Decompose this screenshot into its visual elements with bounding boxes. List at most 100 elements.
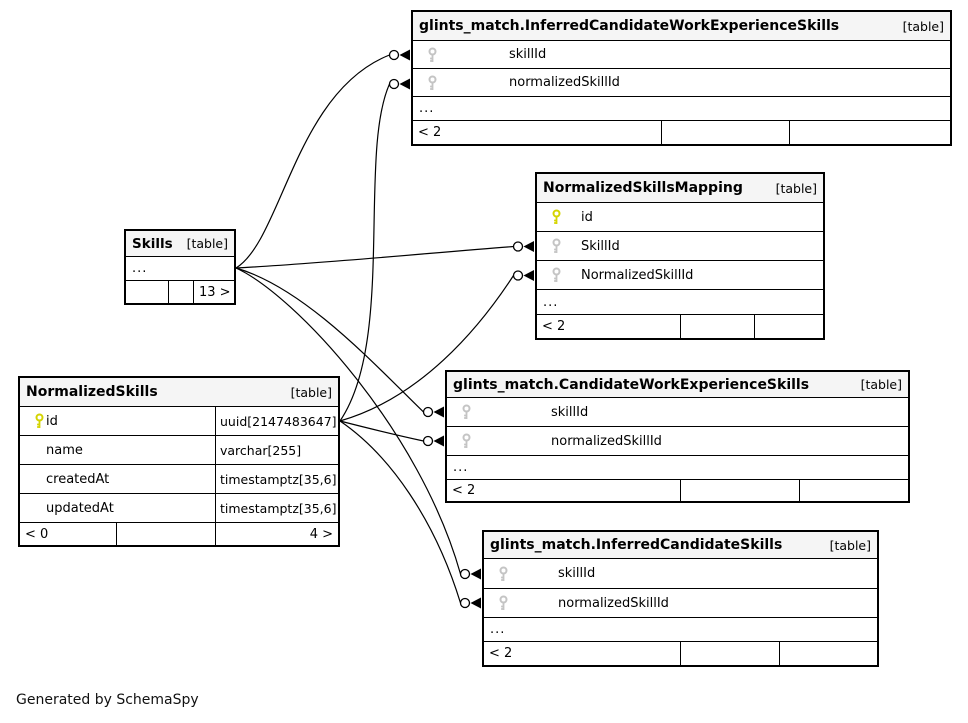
column-name: skillId xyxy=(558,566,596,581)
table-footer: < 2 xyxy=(537,315,823,338)
relationship-endpoint xyxy=(512,241,534,252)
table-footer: 13 > xyxy=(126,281,234,303)
column-type: timestamptz[35,6] xyxy=(220,500,337,516)
footer-cell xyxy=(169,281,194,303)
more-columns-row: ... xyxy=(447,456,908,480)
column-type: timestamptz[35,6] xyxy=(220,471,337,487)
relationship-line xyxy=(339,420,462,604)
table-header[interactable]: glints_match.InferredCandidateWorkExperi… xyxy=(413,12,950,41)
fk-key-icon xyxy=(499,566,508,581)
fk-key-icon xyxy=(552,238,561,253)
column-row-skillid[interactable]: skillId xyxy=(413,41,950,69)
table-footer: < 0 4 > xyxy=(20,523,338,545)
table-normalized-skills-mapping[interactable]: NormalizedSkillsMapping [table] id Skill… xyxy=(535,172,825,340)
footer-cell: < 2 xyxy=(447,480,681,501)
relationship-endpoint xyxy=(422,435,444,447)
relationship-line xyxy=(235,54,390,269)
footer-cell: 4 > xyxy=(309,526,333,542)
relationship-line xyxy=(235,267,462,575)
fk-key-icon xyxy=(428,47,437,62)
relationship-endpoint xyxy=(512,270,534,281)
relationship-line xyxy=(235,267,424,413)
footer-cell: < 2 xyxy=(537,315,681,338)
column-row-normalizedskillid[interactable]: normalizedSkillId xyxy=(484,589,877,618)
column-row-skillid[interactable]: skillId xyxy=(484,559,877,589)
column-row-id[interactable]: id xyxy=(537,203,823,232)
more-columns-row: ... xyxy=(537,290,823,315)
table-title: Skills xyxy=(132,235,173,252)
column-name: normalizedSkillId xyxy=(558,595,669,611)
relationship-endpoint xyxy=(422,406,444,418)
column-row-skillid[interactable]: skillId xyxy=(447,398,908,427)
column-row-createdat[interactable]: createdAt timestamptz[35,6] xyxy=(20,465,338,494)
fk-key-icon xyxy=(462,433,471,448)
table-tag: [table] xyxy=(775,180,817,196)
footer-cell xyxy=(800,480,908,501)
table-header[interactable]: NormalizedSkillsMapping [table] xyxy=(537,174,823,203)
table-title: NormalizedSkills xyxy=(26,384,158,400)
footer-cell xyxy=(681,480,800,501)
table-tag: [table] xyxy=(902,18,944,34)
column-row-name[interactable]: name varchar[255] xyxy=(20,436,338,465)
column-name: NormalizedSkillId xyxy=(581,267,694,283)
column-row-normalizedskillid[interactable]: normalizedSkillId xyxy=(447,427,908,456)
column-type: uuid[2147483647] xyxy=(220,413,337,429)
table-tag: [table] xyxy=(290,384,332,400)
relationship-line xyxy=(339,275,515,422)
more-columns-row: ... xyxy=(413,97,950,121)
table-header[interactable]: glints_match.CandidateWorkExperienceSkil… xyxy=(447,372,908,398)
table-header[interactable]: Skills [table] xyxy=(126,231,234,257)
table-title: glints_match.InferredCandidateSkills xyxy=(490,537,783,553)
column-name: name xyxy=(20,436,216,464)
footer-cell xyxy=(780,642,877,665)
footer-cell: < 2 xyxy=(484,642,681,665)
column-name: id xyxy=(20,407,216,435)
fk-key-icon xyxy=(428,75,437,90)
table-candidate-work-experience-skills[interactable]: glints_match.CandidateWorkExperienceSkil… xyxy=(445,370,910,503)
relationship-line xyxy=(339,420,424,442)
column-row-normalizedskillid[interactable]: normalizedSkillId xyxy=(413,69,950,97)
footer-cell xyxy=(790,121,950,144)
table-footer: < 2 xyxy=(484,642,877,665)
column-name: createdAt xyxy=(20,465,216,493)
table-header[interactable]: NormalizedSkills [table] xyxy=(20,378,338,407)
credit-text: Generated by SchemaSpy xyxy=(16,692,199,708)
table-footer: < 2 xyxy=(413,121,950,144)
more-columns-row: ... xyxy=(126,257,234,281)
relationship-endpoint xyxy=(388,49,410,61)
relationship-line xyxy=(235,245,514,269)
footer-cell xyxy=(117,523,216,545)
table-title: glints_match.CandidateWorkExperienceSkil… xyxy=(453,376,810,393)
footer-cell xyxy=(126,281,169,303)
footer-cell: < 0 xyxy=(20,523,117,545)
column-name: updatedAt xyxy=(20,494,216,522)
table-inferred-candidate-work-experience-skills[interactable]: glints_match.InferredCandidateWorkExperi… xyxy=(411,10,952,146)
table-normalized-skills[interactable]: NormalizedSkills [table] id uuid[2147483… xyxy=(18,376,340,547)
relationship-line xyxy=(339,83,391,422)
table-footer: < 2 xyxy=(447,480,908,501)
footer-cell xyxy=(681,315,755,338)
fk-key-icon xyxy=(499,595,508,610)
column-name: normalizedSkillId xyxy=(509,75,620,90)
table-inferred-candidate-skills[interactable]: glints_match.InferredCandidateSkills [ta… xyxy=(482,530,879,667)
relationship-endpoint xyxy=(459,597,481,609)
table-title: glints_match.InferredCandidateWorkExperi… xyxy=(419,18,840,34)
table-header[interactable]: glints_match.InferredCandidateSkills [ta… xyxy=(484,532,877,559)
column-name: normalizedSkillId xyxy=(551,433,662,449)
column-type: varchar[255] xyxy=(220,442,302,458)
more-columns-row: ... xyxy=(484,618,877,642)
table-tag: [table] xyxy=(829,537,871,553)
table-title: NormalizedSkillsMapping xyxy=(543,180,743,196)
footer-cell xyxy=(755,315,823,338)
pk-key-icon xyxy=(552,209,561,224)
table-tag: [table] xyxy=(860,377,902,392)
footer-cell: < 2 xyxy=(413,121,662,144)
column-row-skillid[interactable]: SkillId xyxy=(537,232,823,261)
relationship-endpoint xyxy=(459,568,481,580)
column-row-normalizedskillid[interactable]: NormalizedSkillId xyxy=(537,261,823,290)
column-row-id[interactable]: id uuid[2147483647] xyxy=(20,407,338,436)
column-row-updatedat[interactable]: updatedAt timestamptz[35,6] xyxy=(20,494,338,523)
table-skills[interactable]: Skills [table] ... 13 > xyxy=(124,229,236,305)
footer-cell xyxy=(662,121,790,144)
